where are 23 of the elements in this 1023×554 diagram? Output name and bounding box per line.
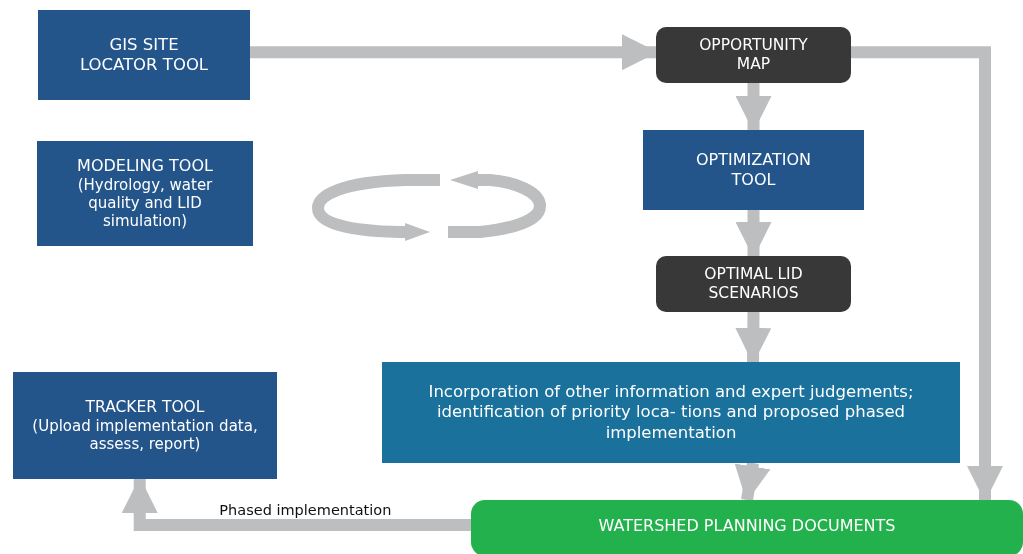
tool-box [38,10,250,100]
arrow [734,462,771,502]
output-box [656,256,851,312]
node-title: OPPORTUNITY MAP [698,36,809,74]
arrow [851,46,1003,502]
node-title: MODELING TOOL [77,156,213,176]
node-title: WATERSHED PLANNING DOCUMENTS [598,516,896,536]
arrow [735,83,772,132]
result-box [471,500,1023,554]
node-title: GIS SITE LOCATOR TOOL [78,34,210,76]
node-description: (Hydrology, water quality and LID simulation) [76,175,214,231]
node-title: TRACKER TOOL [85,397,205,417]
arrow [250,34,658,71]
tool-box [13,372,277,479]
tool-box [37,141,253,246]
node-title: OPTIMIZATION TOOL [695,150,812,190]
output-box [656,27,851,83]
process-box [382,362,960,463]
tool-box [643,130,864,210]
node-title: Incorporation of other information and expert judgements; identification of priority loca- tions and proposed phased implementation [427,382,915,443]
node-title: OPTIMAL LID SCENARIOS [703,265,804,303]
arrow [735,311,772,364]
node-description: (Upload implementation data, assess, report) [31,416,259,454]
